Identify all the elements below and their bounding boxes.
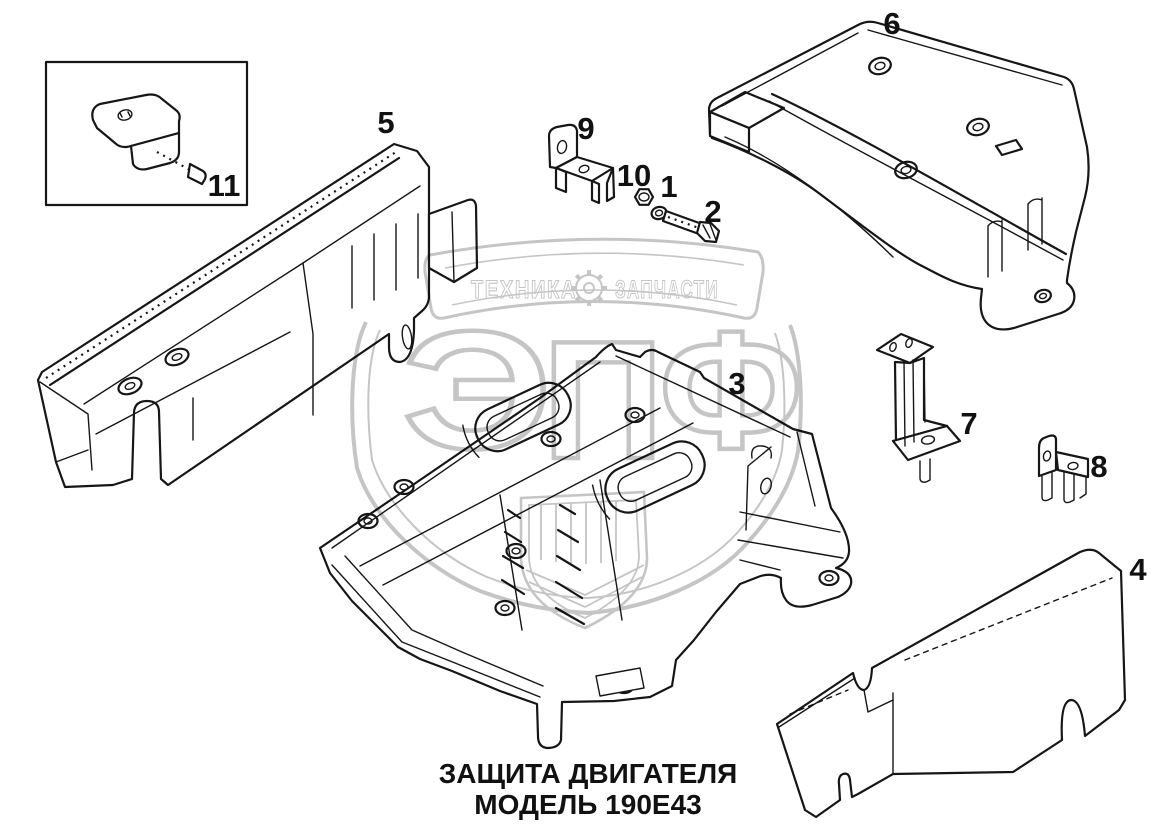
caption-line-1: ЗАЩИТА ДВИГАТЕЛЯ (439, 758, 738, 789)
svg-text:Э: Э (402, 297, 551, 484)
callout-1: 1 (660, 169, 677, 204)
callout-5: 5 (377, 105, 394, 140)
callout-11: 11 (208, 168, 241, 203)
caption-line-2: МОДЕЛЬ 190Е43 (474, 789, 701, 820)
part-4-lower-cover (775, 548, 1127, 819)
callout-labels: 1 2 3 4 5 6 7 8 9 10 11 (208, 6, 1148, 587)
callout-6: 6 (883, 6, 900, 41)
callout-7: 7 (960, 406, 977, 441)
watermark-shield (350, 321, 803, 616)
watermark: ТЕХНИКА ЗАПЧАСТИ Э П Ф (350, 237, 805, 630)
watermark-crest (519, 490, 649, 630)
callout-10: 10 (617, 158, 651, 193)
callout-9: 9 (577, 111, 594, 146)
part-8-small-bracket (1037, 434, 1090, 504)
part-6-rear-cover (707, 20, 1090, 331)
watermark-banner: ТЕХНИКА ЗАПЧАСТИ (423, 237, 765, 320)
watermark-monogram: Э П Ф (400, 294, 805, 497)
svg-text:Ф: Ф (659, 296, 802, 484)
watermark-text-right: ЗАПЧАСТИ (615, 276, 719, 304)
part-5-side-rail (36, 142, 479, 489)
part-9-bracket (547, 123, 616, 205)
callout-8: 8 (1090, 449, 1107, 484)
caption: ЗАЩИТА ДВИГАТЕЛЯ МОДЕЛЬ 190Е43 (439, 758, 738, 820)
gear-icon (571, 270, 607, 306)
watermark-text-left: ТЕХНИКА (471, 276, 577, 304)
part-7-tall-bracket (875, 332, 962, 483)
callout-4: 4 (1129, 552, 1147, 587)
callout-2: 2 (704, 194, 721, 229)
svg-text:П: П (543, 306, 664, 494)
part-2-bolt (661, 209, 721, 244)
part-10-nut (633, 188, 655, 206)
part-11-inset-box (44, 60, 249, 207)
callout-3: 3 (728, 366, 745, 401)
